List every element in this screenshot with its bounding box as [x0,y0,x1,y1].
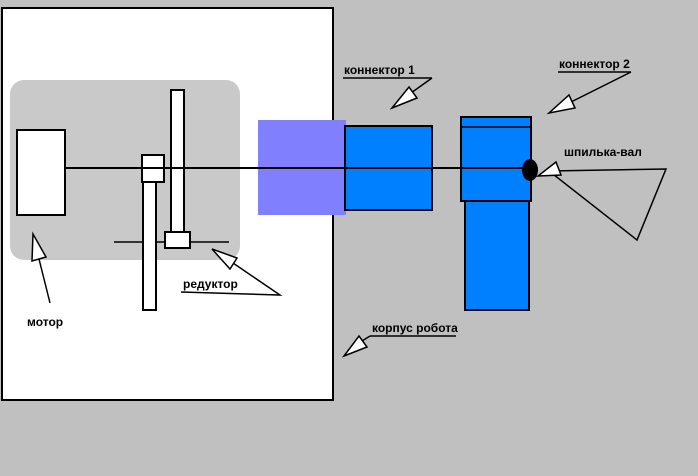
label-motor: мотор [27,315,63,329]
label-connector2: коннектор 2 [559,57,630,71]
connector2-block-horizontal [460,116,532,202]
connector2-block-vertical [464,200,530,311]
label-connector1: коннектор 1 [344,63,415,77]
reducer-shaft-bar-lower [142,181,157,311]
stud-shaft-pin [522,159,538,181]
label-reducer: редуктор [183,277,238,291]
connector1-leader-line [410,77,433,94]
reducer-assembly [114,89,229,311]
stud-shaft-arrowhead [535,160,563,177]
robot-body-arrowhead [341,334,369,358]
label-stud-shaft: шпилька-вал [564,145,642,159]
motor-block [16,129,66,216]
reducer-shaft-bar-upper [170,89,185,244]
label-robot-body: корпус робота [372,321,458,335]
reducer-arrowhead [211,248,239,271]
motor-leader-line [38,258,51,304]
reducer-leader-line [180,262,283,296]
connector1-arrowhead [389,85,419,110]
motor-arrowhead [31,231,48,263]
connector2-leader-line [570,71,632,103]
stud-shaft-pointer-triangle [546,168,668,242]
connector2-arrowhead [546,93,577,115]
reducer-foot-block [164,231,191,249]
robot-body-leader-line [361,335,371,342]
